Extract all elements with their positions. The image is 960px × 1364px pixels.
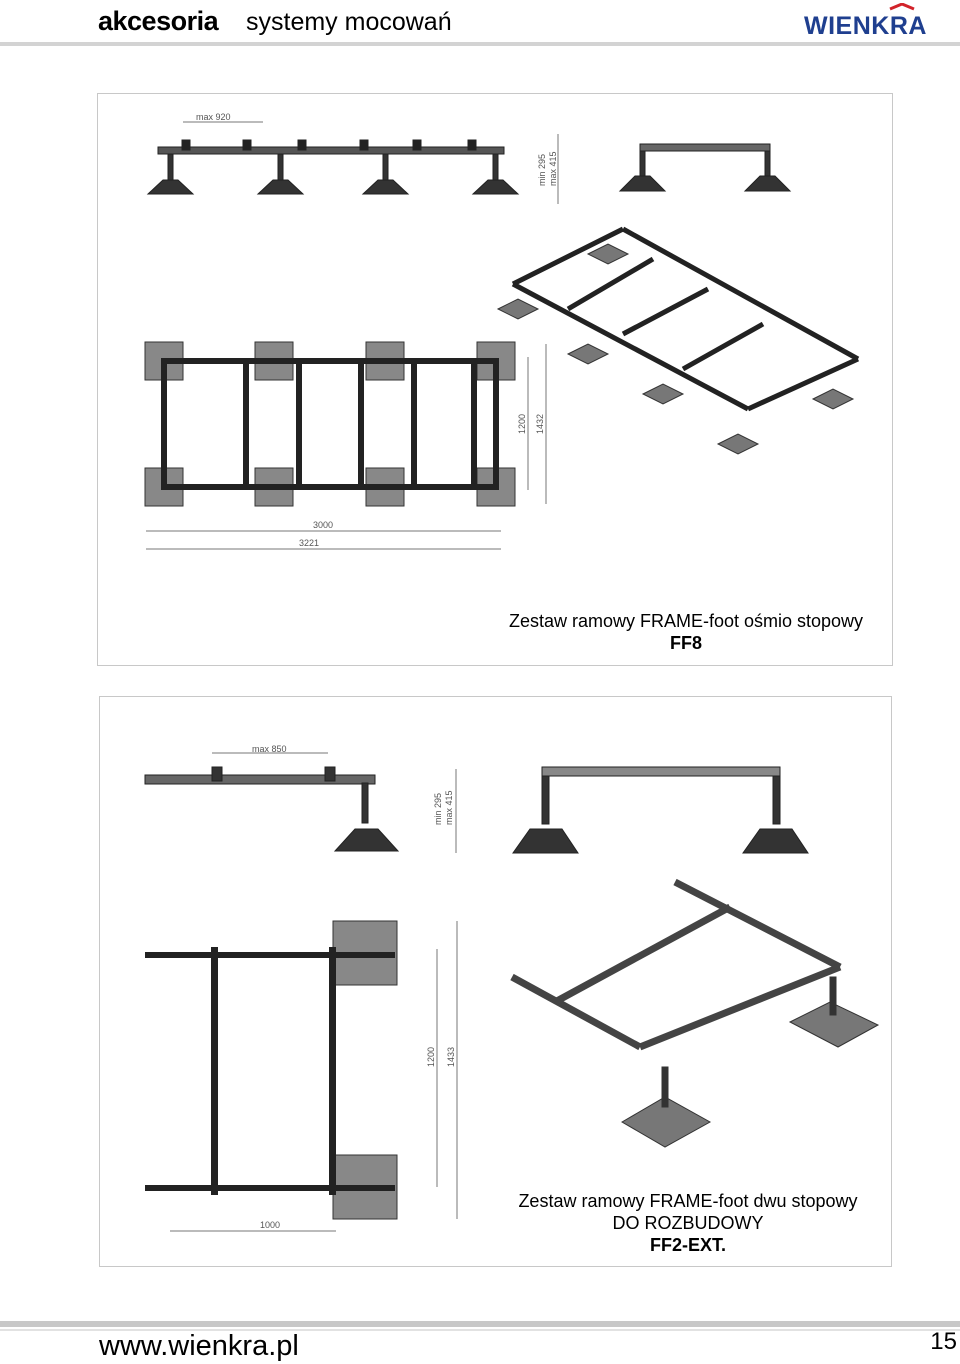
- ff8-end-view: [618, 143, 792, 192]
- ff8-caption: Zestaw ramowy FRAME-foot ośmio stopowy: [508, 611, 864, 631]
- ff2-isometric-view: [510, 878, 842, 1051]
- ff2-code: FF2-EXT.: [649, 1235, 726, 1255]
- ff2-iso-feet: [621, 976, 880, 1148]
- logo-roof-icon: [889, 2, 915, 11]
- ff8-spacing-label: max 920: [196, 112, 231, 122]
- ff8-iso-feet: [496, 243, 855, 455]
- ff8-width-inner-label: 1200: [517, 414, 527, 434]
- figure-ff2-ext: max 850 min 295 max 415 1000 1200: [99, 696, 892, 1267]
- ff8-isometric-view: [511, 226, 860, 412]
- ff2-height-max-label: max 415: [444, 790, 454, 825]
- ff8-plan-view: 3000 3221 1200 1432: [144, 341, 547, 550]
- page-header: akcesoria systemy mocowań WIENKRA: [0, 0, 960, 46]
- ff2-caption-line1: Zestaw ramowy FRAME-foot dwu stopowy: [518, 1191, 858, 1211]
- ff2-plan-view: 1000 1200 1433: [145, 920, 458, 1232]
- ff8-length-inner-label: 3000: [313, 520, 333, 530]
- brand-logo: WIENKRA: [804, 2, 930, 40]
- ff2-caption-line2: DO ROZBUDOWY: [612, 1213, 764, 1233]
- footer-divider: [0, 1321, 960, 1327]
- ff8-code: FF8: [669, 633, 702, 653]
- page-number: 15: [930, 1328, 957, 1355]
- ff8-side-view: [146, 139, 520, 195]
- ff2-length-label: 1000: [260, 1220, 280, 1230]
- ff8-caption-block: Zestaw ramowy FRAME-foot ośmio stopowy F…: [481, 610, 891, 654]
- ff2-drawing: max 850 min 295 max 415 1000 1200: [144, 744, 880, 1232]
- ff8-feet-side: [146, 153, 520, 195]
- footer-divider-light: [0, 1329, 960, 1331]
- ff8-length-outer-label: 3221: [299, 538, 319, 548]
- ff8-width-outer-label: 1432: [535, 414, 545, 434]
- header-subtitle: systemy mocowań: [246, 8, 452, 36]
- ff2-width-outer-label: 1433: [446, 1047, 456, 1067]
- ff2-end-view: [512, 766, 809, 854]
- ff8-height-max-label: max 415: [548, 151, 558, 186]
- header-category: akcesoria: [98, 6, 219, 36]
- footer-website[interactable]: www.wienkra.pl: [99, 1330, 299, 1362]
- ff2-height-min-label: min 295: [433, 793, 443, 825]
- ff2-side-view: [144, 766, 400, 852]
- header-divider: [0, 42, 960, 46]
- brand-name: WIENKRA: [804, 12, 927, 40]
- ff8-height-min-label: min 295: [537, 154, 547, 186]
- figure-ff8: max 920 min 295 max 415: [97, 93, 893, 666]
- ff2-caption-block: Zestaw ramowy FRAME-foot dwu stopowy DO …: [478, 1190, 898, 1256]
- ff2-width-inner-label: 1200: [426, 1047, 436, 1067]
- ff2-spacing-label: max 850: [252, 744, 287, 754]
- ff8-drawing: max 920 min 295 max 415: [144, 112, 860, 550]
